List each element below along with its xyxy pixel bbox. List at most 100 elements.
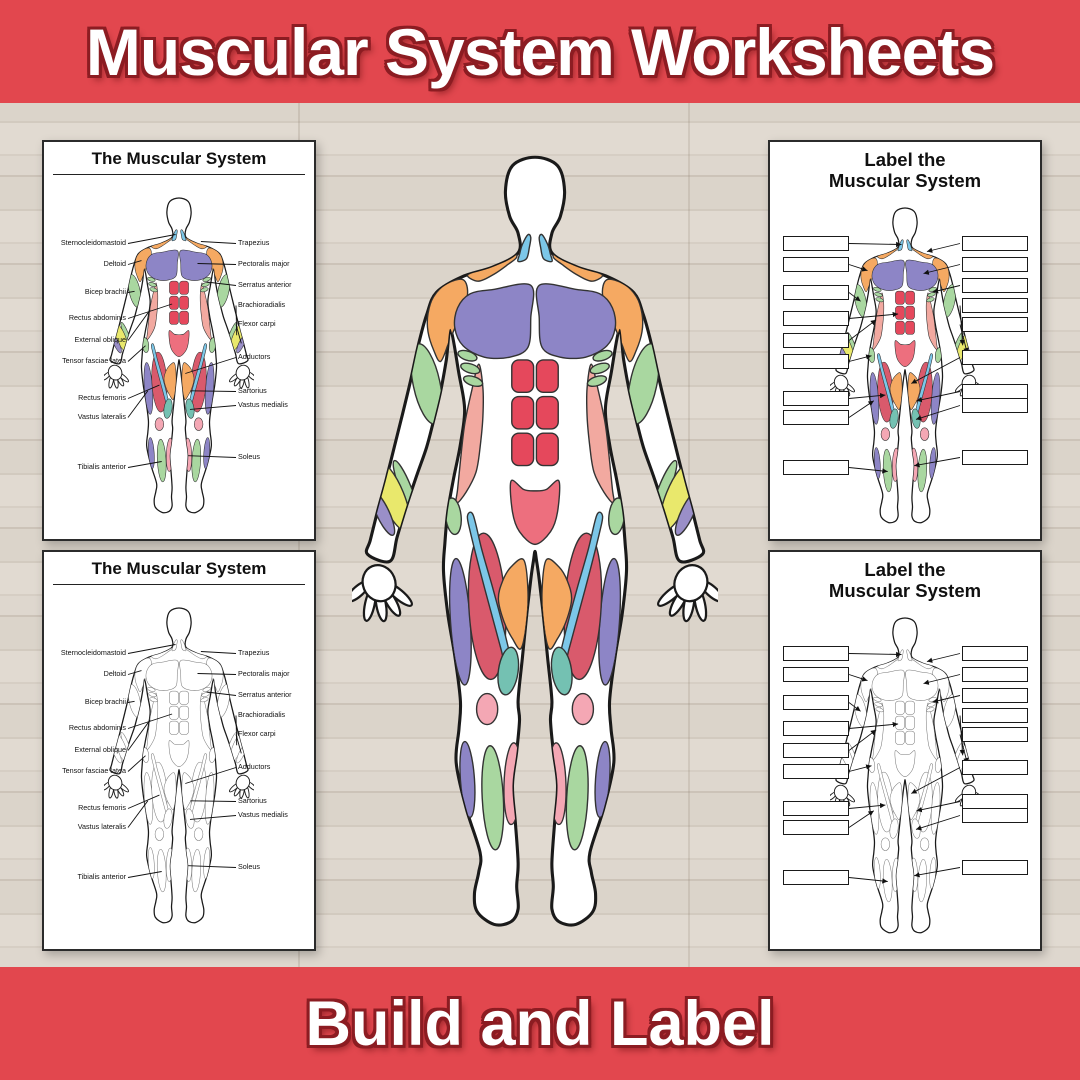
blank-label-box (783, 743, 849, 758)
worksheet-title-text: The Muscular System (91, 149, 267, 168)
muscle-label: Trapezius (238, 238, 270, 247)
worksheet-title: The Muscular System (53, 149, 305, 175)
muscle-label: Rectus abdominis (68, 313, 126, 322)
blank-label-box (962, 808, 1028, 823)
muscle-label: Vastus lateralis (77, 412, 126, 421)
worksheet-blank-colored: Label the Muscular System (768, 140, 1042, 541)
muscle-label: Soleus (238, 862, 260, 871)
muscle-label: Vastus medialis (238, 810, 288, 819)
blank-label-box (783, 285, 849, 300)
blank-label-box (962, 760, 1028, 775)
muscle-label: Sartorius (238, 386, 267, 395)
muscle-label: Bicep brachii (84, 697, 126, 706)
figure-container (827, 614, 983, 944)
blank-label-box (783, 391, 849, 406)
blank-label-box (783, 764, 849, 779)
blank-label-box (962, 278, 1028, 293)
blank-label-box (962, 384, 1028, 399)
blank-label-box (783, 646, 849, 661)
muscle-label: Rectus femoris (78, 393, 126, 402)
muscle-label: Deltoid (103, 669, 126, 678)
muscle-label: External oblique (74, 335, 126, 344)
blank-label-box (783, 820, 849, 835)
blank-label-box (962, 450, 1028, 465)
blank-label-box (783, 410, 849, 425)
blank-label-box (783, 667, 849, 682)
muscle-label: Brachioradialis (238, 300, 286, 309)
figure-container (827, 204, 983, 534)
blank-label-box (962, 688, 1028, 703)
center-muscular-figure (346, 147, 724, 953)
blank-label-box (962, 350, 1028, 365)
muscle-label: Tensor fasciae latea (62, 356, 126, 365)
muscular-figure-colored (346, 155, 724, 927)
blank-label-box (783, 354, 849, 369)
muscle-label: Flexor carpi (238, 729, 276, 738)
worksheet-title-text: Muscular System (828, 169, 982, 191)
blank-label-box (783, 870, 849, 885)
worksheet-blank-outline: Label the Muscular System (768, 550, 1042, 951)
blank-label-box (962, 667, 1028, 682)
bottom-banner-title: Build and Label (305, 988, 775, 1059)
top-banner-title: Muscular System Worksheets (85, 14, 995, 89)
blank-label-box (962, 317, 1028, 332)
muscle-label: Sartorius (238, 796, 267, 805)
muscle-label: Adductors (238, 352, 271, 361)
blank-label-box (962, 727, 1028, 742)
worksheet-title: Label the Muscular System (779, 149, 1031, 191)
blank-label-box (783, 311, 849, 326)
blank-label-box (962, 298, 1028, 313)
blank-label-box (783, 333, 849, 348)
muscular-figure-outline (827, 617, 983, 934)
muscular-figure-outline (101, 607, 257, 924)
bottom-banner: Build and Label (0, 967, 1080, 1080)
muscle-label: Pectoralis major (238, 669, 290, 678)
blank-label-box (783, 460, 849, 475)
muscular-figure-colored (827, 207, 983, 524)
muscle-label: Pectoralis major (238, 259, 290, 268)
worksheet-title: Label the Muscular System (779, 559, 1031, 601)
blank-label-box (962, 646, 1028, 661)
worksheet-title-text: Label the (864, 149, 946, 170)
muscle-label: Serratus anterior (238, 690, 292, 699)
worksheet-title-text: Muscular System (828, 579, 982, 601)
muscle-label: Adductors (238, 762, 271, 771)
blank-label-box (962, 398, 1028, 413)
muscle-label: Vastus lateralis (77, 822, 126, 831)
muscle-label: Soleus (238, 452, 260, 461)
muscle-label: Serratus anterior (238, 280, 292, 289)
figure-container (101, 604, 257, 934)
blank-label-box (783, 801, 849, 816)
muscle-label: External oblique (74, 745, 126, 754)
muscle-label: Rectus femoris (78, 803, 126, 812)
muscle-label: Sternocleidomastoid (60, 238, 126, 247)
muscle-label: Vastus medialis (238, 400, 288, 409)
muscular-figure-colored (101, 197, 257, 514)
muscle-label: Tibialis anterior (77, 872, 126, 881)
blank-label-box (962, 257, 1028, 272)
muscle-label: Flexor carpi (238, 319, 276, 328)
muscle-label: Trapezius (238, 648, 270, 657)
top-banner: Muscular System Worksheets (0, 0, 1080, 103)
blank-label-box (783, 236, 849, 251)
worksheet-title-text: Label the (864, 559, 946, 580)
blank-label-box (962, 860, 1028, 875)
muscle-label: Tibialis anterior (77, 462, 126, 471)
muscle-label: Tensor fasciae latea (62, 766, 126, 775)
muscle-label: Brachioradialis (238, 710, 286, 719)
blank-label-box (962, 794, 1028, 809)
blank-label-box (962, 236, 1028, 251)
blank-label-box (783, 695, 849, 710)
blank-label-box (783, 257, 849, 272)
figure-container (101, 194, 257, 524)
muscle-label: Deltoid (103, 259, 126, 268)
muscle-label: Sternocleidomastoid (60, 648, 126, 657)
blank-label-box (783, 721, 849, 736)
worksheet-title: The Muscular System (53, 559, 305, 585)
muscle-label: Bicep brachii (84, 287, 126, 296)
blank-label-box (962, 708, 1028, 723)
